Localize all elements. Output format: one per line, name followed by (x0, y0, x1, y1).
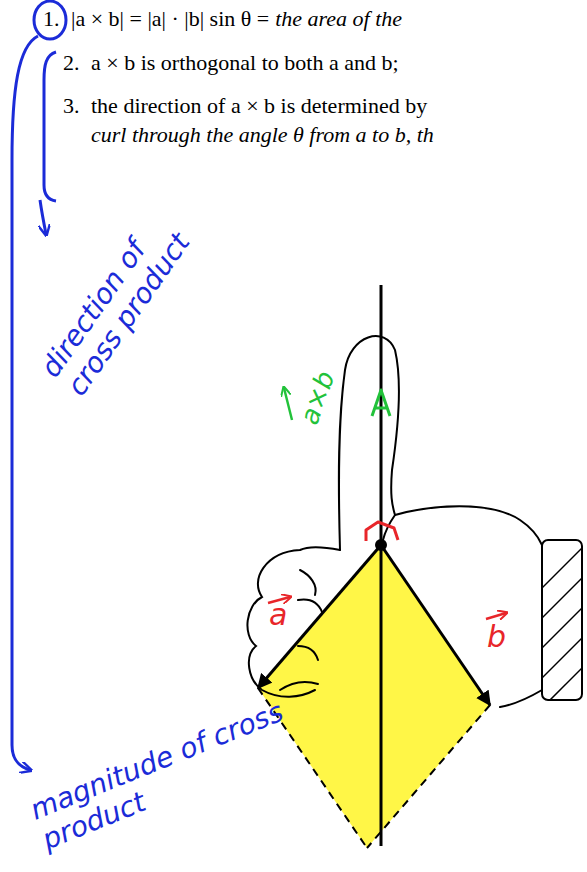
property-text: curl through the angle θ from a to b, th (90, 122, 435, 147)
angle-mark (366, 522, 398, 541)
cuff-hatch (542, 545, 582, 700)
item-number: 2. (62, 50, 81, 75)
thumb (339, 336, 399, 550)
property-text: the direction of a × b is determined by (90, 93, 428, 118)
outer-bracket (12, 36, 38, 770)
vector-label: a (268, 598, 288, 633)
vector-mark (486, 613, 506, 619)
hatch-line (542, 665, 582, 700)
finger-curl (280, 682, 318, 690)
bracket-arrow (40, 200, 46, 234)
vector-label: b (486, 620, 507, 655)
inner-bracket (44, 52, 56, 201)
item-number: 3. (62, 93, 81, 118)
hand-outline (247, 336, 542, 707)
origin-dot (375, 539, 387, 551)
direction-arrow (372, 390, 390, 416)
cuff (542, 540, 582, 700)
hand-back (395, 506, 542, 545)
vector-b (381, 545, 490, 705)
fingers (247, 547, 340, 696)
circle-mark (34, 1, 66, 39)
vector-a (258, 545, 381, 688)
vector-mark (284, 388, 292, 420)
hand-bottom (500, 690, 542, 707)
formula-text: |a × b| = |a| · |b| sin θ = (70, 6, 270, 31)
property-text: a × b is orthogonal to both a and b; (90, 50, 400, 75)
item-number: 1. (42, 6, 61, 31)
formula-text: the area of the (274, 6, 403, 31)
vector-label: a×b (294, 366, 341, 429)
finger-curl (300, 570, 316, 595)
wrist-cuff (540, 540, 585, 710)
normal-axis (380, 285, 383, 846)
finger-curl (298, 600, 322, 613)
annotation-text: magnitude of cross product (25, 693, 306, 856)
dashed-side (367, 705, 490, 848)
finger-curl (298, 646, 318, 660)
annotation-text: direction of cross product (34, 168, 226, 403)
